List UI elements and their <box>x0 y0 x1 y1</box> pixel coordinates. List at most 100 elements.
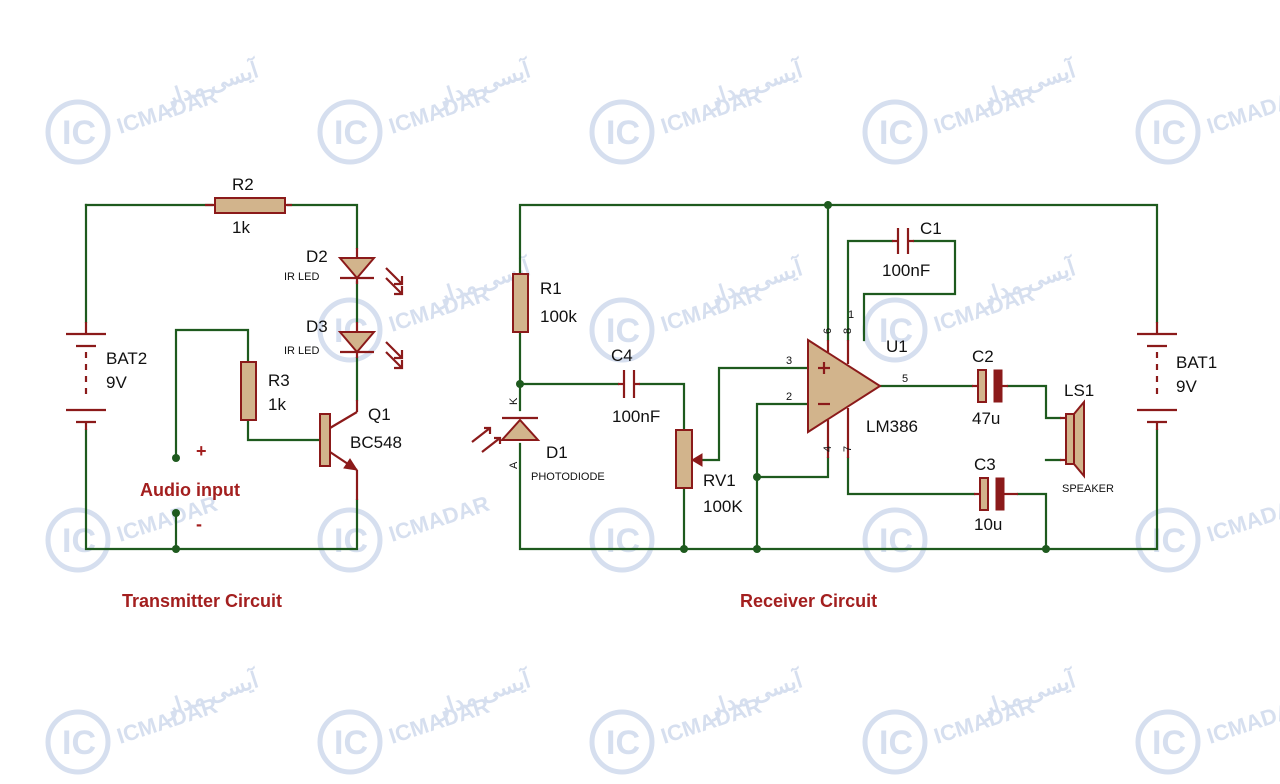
emitter-arrow-icon <box>343 458 359 471</box>
wire-c1-loop <box>846 239 957 342</box>
speaker-ls1: LS1 SPEAKER <box>1060 381 1114 495</box>
watermark-logo-ring <box>45 99 111 165</box>
watermark-logo-ring <box>317 507 383 573</box>
capacitor-c2: C2 47u <box>972 347 1008 428</box>
watermark-tile: IC ICMADAR آیسی مدار <box>862 55 1080 165</box>
u1-pin-3: 3 <box>786 355 792 367</box>
capacitor-c4: C4 100nF <box>611 346 660 426</box>
wire-r3-base <box>246 418 322 442</box>
watermark-logo-text: IC <box>606 724 640 762</box>
c4-ref: C4 <box>611 346 633 365</box>
watermark-logo-ring <box>1135 99 1201 165</box>
watermark-tile: IC ICMADAR آیسی مدار <box>589 665 807 775</box>
watermark-tile: IC ICMADAR آیسی مدار <box>45 55 263 165</box>
u1-part: LM386 <box>866 417 918 436</box>
u1-pin-7: 7 <box>842 446 854 452</box>
speaker-cone-icon <box>1073 399 1085 479</box>
resistor-r1: R1 100k <box>512 273 577 333</box>
wire-pin4 <box>755 456 830 479</box>
bat1-value: 9V <box>1176 377 1197 396</box>
watermark-logo-text: IC <box>62 114 96 152</box>
ls1-ref: LS1 <box>1064 381 1094 400</box>
wire-bottom-rail <box>518 428 1159 551</box>
watermark-logo-ring <box>862 99 928 165</box>
watermark-logo-text: IC <box>606 114 640 152</box>
junction-dot <box>680 545 688 553</box>
u1-pin-5: 5 <box>902 373 908 385</box>
watermark-logo-ring <box>589 507 655 573</box>
bat1-ref: BAT1 <box>1176 353 1217 372</box>
r2-ref: R2 <box>232 175 254 194</box>
junction-dot <box>824 201 832 209</box>
r3-ref: R3 <box>268 371 290 390</box>
transmitter-title: Transmitter Circuit <box>122 591 282 611</box>
watermark-brand: ICMADAR <box>1204 83 1280 139</box>
watermark-tile: IC ICMADAR آیسی مدار <box>589 253 807 363</box>
capacitor-c1: C1 100nF <box>882 219 942 280</box>
d2-type: IR LED <box>284 271 320 283</box>
u1-pin-6: 6 <box>822 328 834 334</box>
d3-ref: D3 <box>306 317 328 336</box>
transmitter-circuit: R2 1k D2 IR LED D3 IR LED R3 1k <box>66 175 404 611</box>
wire-pin7 <box>846 456 976 496</box>
junction-dot <box>1042 545 1050 553</box>
resistor-r2: R2 1k <box>205 175 292 237</box>
watermark-logo-text: IC <box>879 114 913 152</box>
watermark-brand: ICMADAR <box>1204 491 1280 547</box>
watermark-logo-text: IC <box>879 312 913 350</box>
c1-value: 100nF <box>882 261 930 280</box>
watermark-logo-text: IC <box>606 522 640 560</box>
c2-ref: C2 <box>972 347 994 366</box>
led-d3: D3 IR LED <box>284 317 404 370</box>
receiver-circuit: R1 100k K A D1 PHOTODIODE C4 100nF RV1 <box>471 201 1217 611</box>
u1-pin-4: 4 <box>822 446 834 452</box>
potentiometer-rv1: RV1 100K <box>675 429 743 516</box>
u1-ref: U1 <box>886 337 908 356</box>
watermark-logo-ring <box>317 99 383 165</box>
bat2-value: 9V <box>106 373 127 392</box>
junction-dot <box>516 380 524 388</box>
d1-ref: D1 <box>546 443 568 462</box>
battery-bat2: BAT2 9V <box>66 322 147 430</box>
rv1-ref: RV1 <box>703 471 736 490</box>
watermark-logo-text: IC <box>334 114 368 152</box>
amplifier-u1: 3 2 6 1 8 4 7 5 U1 LM386 <box>786 309 918 458</box>
r3-value: 1k <box>268 395 286 414</box>
light-arrows-icon <box>471 426 502 453</box>
wire-output <box>878 384 1062 420</box>
watermark-logo-ring <box>589 709 655 775</box>
wire-top <box>84 203 359 250</box>
capacitor-c3: C3 10u <box>974 455 1018 534</box>
photodiode-d1: K A D1 PHOTODIODE <box>471 397 605 483</box>
wire-c3-out <box>1016 492 1048 551</box>
ir-emission-arrows-icon <box>385 341 404 370</box>
watermark-logo-text: IC <box>606 312 640 350</box>
ls1-type: SPEAKER <box>1062 483 1114 495</box>
q1-ref: Q1 <box>368 405 391 424</box>
watermark-tile: IC ICMADAR <box>1135 83 1280 165</box>
watermark-logo-text: IC <box>1152 114 1186 152</box>
watermark-logo-text: IC <box>334 522 368 560</box>
watermark-tile: IC ICMADAR <box>45 491 220 573</box>
d1-type: PHOTODIODE <box>531 471 605 483</box>
transistor-q1: Q1 BC548 <box>319 400 402 500</box>
wire-rv1-wiper <box>698 366 810 462</box>
d3-type: IR LED <box>284 345 320 357</box>
watermark-logo-text: IC <box>879 522 913 560</box>
wire-left-bottom <box>84 203 359 551</box>
watermark-brand: ICMADAR <box>1204 693 1280 749</box>
c3-ref: C3 <box>974 455 996 474</box>
junction-dot <box>172 545 180 553</box>
wire-pin2 <box>755 402 810 551</box>
watermark-logo-ring <box>1135 507 1201 573</box>
watermark-logo-ring <box>589 99 655 165</box>
d1-pin-k: K <box>508 397 520 405</box>
junction-dot <box>753 545 761 553</box>
watermark-logo-text: IC <box>879 724 913 762</box>
watermark-logo-ring <box>862 709 928 775</box>
watermark-tile: IC ICMADAR آیسی مدار <box>589 55 807 165</box>
watermark-brand: ICMADAR <box>386 491 493 547</box>
watermark-logo-ring <box>1135 709 1201 775</box>
c3-value: 10u <box>974 515 1002 534</box>
